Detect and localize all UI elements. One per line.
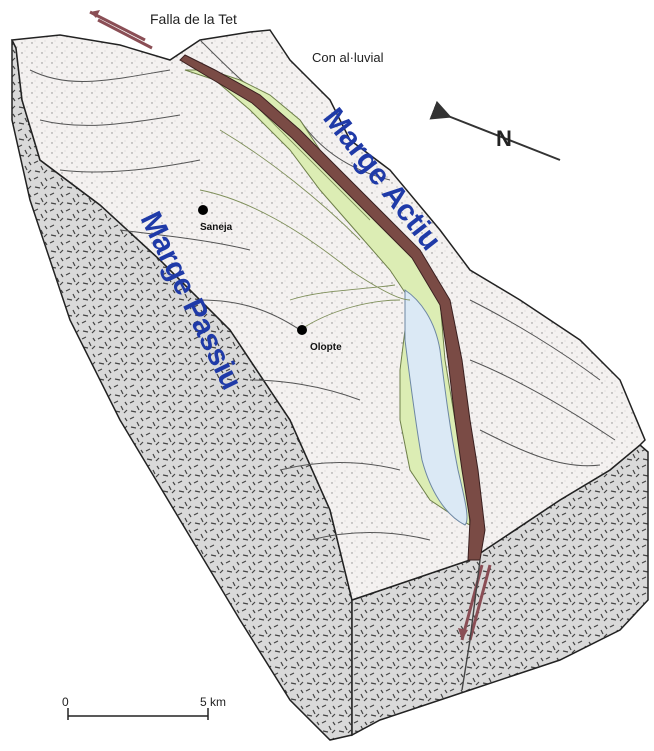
fault-label: Falla de la Tet (150, 11, 237, 27)
scale-bar-start-label: 0 (62, 695, 69, 709)
scale-bar-end-label: 5 km (200, 695, 226, 709)
town-label-olopte: Olopte (310, 342, 342, 353)
scale-bar (68, 708, 208, 720)
town-marker-saneja (198, 205, 208, 215)
town-label-saneja: Saneja (200, 222, 233, 233)
north-label: N (496, 126, 512, 151)
town-marker-olopte (297, 325, 307, 335)
alluvial-fan-label: Con al·luvial (312, 50, 384, 65)
